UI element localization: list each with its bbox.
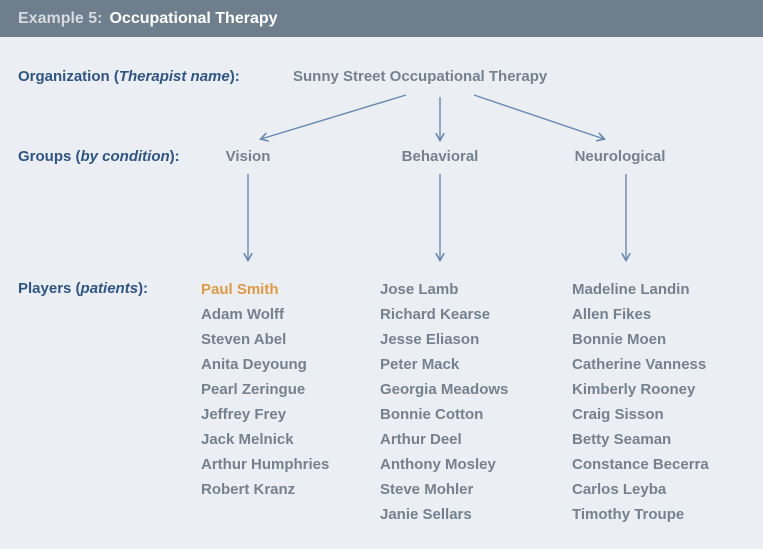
player-name: Robert Kranz [201,481,296,498]
player-name: Adam Wolff [201,306,285,323]
arrow-org-to-vision [258,94,407,142]
player-name: Constance Becerra [572,456,709,473]
player-name: Bonnie Cotton [380,406,484,423]
player-name: Georgia Meadows [380,381,509,398]
player-name: Timothy Troupe [572,506,685,523]
player-name: Anita Deyoung [201,356,307,373]
organization-label-italic: Therapist name [118,68,230,85]
player-name: Madeline Landin [572,281,690,298]
arrow-org-to-neurological [473,94,607,142]
group-label-behavioral: Behavioral [401,148,479,165]
groups-label-italic: by condition [80,148,170,165]
groups-label-end: ): [169,148,180,165]
title-bar: Example 5: Occupational Therapy [0,0,763,37]
player-name: Arthur Deel [380,431,462,448]
players-label-italic: patients [80,280,139,297]
groups-label-start: Groups ( [18,148,81,165]
organization-label-end: ): [229,68,240,85]
player-name: Pearl Zeringue [201,381,306,398]
organization-label-start: Organization ( [18,68,119,85]
example-number-label: Example 5: [18,9,103,27]
player-name: Richard Kearse [380,306,491,323]
player-name: Kimberly Rooney [572,381,696,398]
player-name: Peter Mack [380,356,460,373]
groups-label: Groups (by condition): [18,147,180,167]
player-name: Jack Melnick [201,431,294,448]
player-name: Betty Seaman [572,431,672,448]
player-name: Anthony Mosley [380,456,496,473]
player-name: Catherine Vanness [572,356,707,373]
player-name: Paul Smith [201,281,279,298]
group-label-vision: Vision [225,148,271,165]
player-name: Jeffrey Frey [201,406,287,423]
player-name: Arthur Humphries [201,456,330,473]
player-name: Carlos Leyba [572,481,667,498]
player-name: Bonnie Moen [572,331,667,348]
group-label-neurological: Neurological [574,148,666,165]
page-title: Occupational Therapy [109,9,278,27]
players-label-start: Players ( [18,280,81,297]
player-name: Janie Sellars [380,506,472,523]
player-name: Jesse Eliason [380,331,480,348]
organization-value: Sunny Street Occupational Therapy [293,68,548,85]
player-name: Steve Mohler [380,481,474,498]
player-name: Allen Fikes [572,306,652,323]
player-name: Jose Lamb [380,281,459,298]
players-label: Players (patients): [18,279,148,299]
player-name: Craig Sisson [572,406,664,423]
organization-label: Organization (Therapist name): [18,67,240,87]
players-label-end: ): [138,280,149,297]
player-name: Steven Abel [201,331,287,348]
